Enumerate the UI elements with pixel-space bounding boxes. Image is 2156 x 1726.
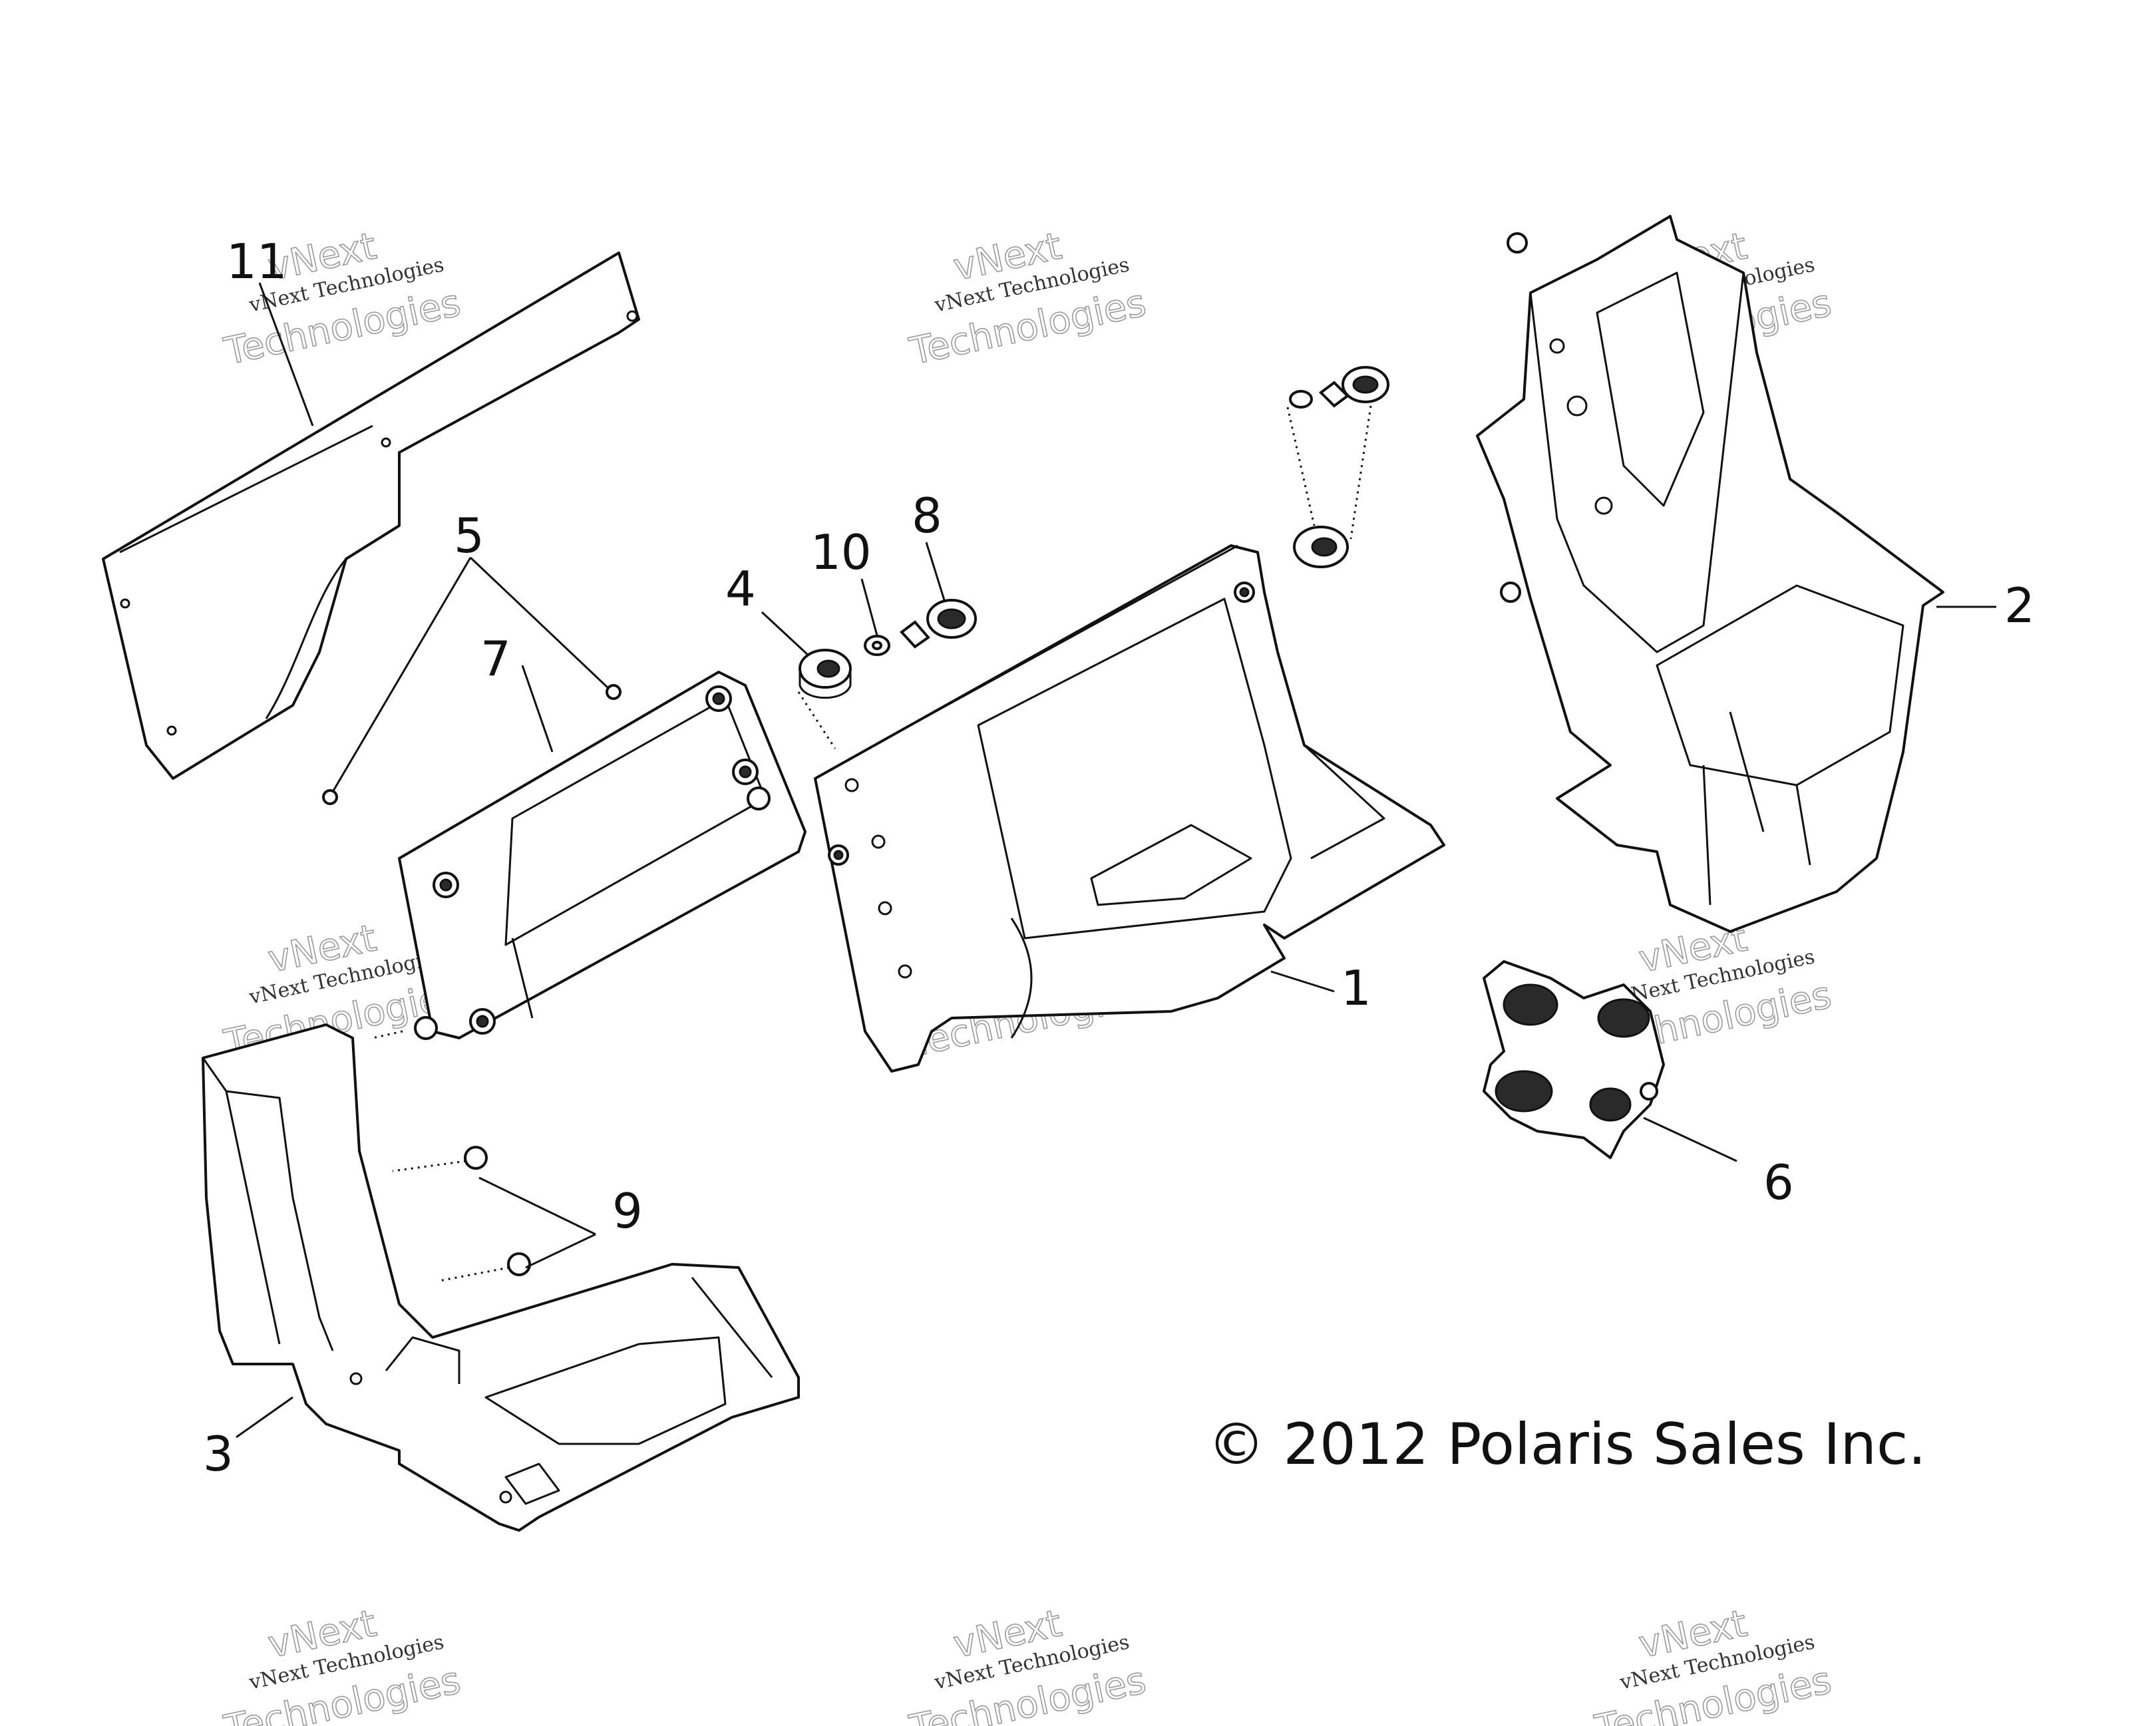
callout-4: 4: [725, 561, 756, 617]
part-4-grommet: [799, 649, 852, 699]
callout-6: 6: [1763, 1154, 1794, 1210]
part-10-washer: [864, 635, 890, 656]
part-8-nut: [900, 599, 977, 649]
callout-5: 5: [454, 508, 484, 564]
assembly-line: [797, 691, 836, 749]
assembly-line: [1286, 407, 1316, 526]
part-3-floor-panel: [202, 1016, 800, 1532]
copyright-notice: © 2012 Polaris Sales Inc.: [1208, 1411, 1926, 1478]
watermark: vNext vNext Technologies Technologies: [905, 1602, 1150, 1726]
callout-9: 9: [612, 1183, 643, 1239]
bolt: [507, 1252, 531, 1276]
washer: [1289, 390, 1313, 409]
callout-2: 2: [2004, 578, 2035, 633]
bolt: [414, 1016, 438, 1040]
part-1-center-panel: [814, 544, 1445, 1073]
callout-11: 11: [226, 234, 287, 289]
clip: [606, 684, 622, 700]
part-11-side-panel: [102, 252, 640, 780]
bolt: [1507, 232, 1528, 254]
leader-lines: [236, 282, 1996, 1439]
callout-7: 7: [480, 631, 511, 687]
part-7-cover-plate: [398, 671, 807, 1039]
bolt: [1500, 582, 1521, 603]
assembly-line: [439, 1266, 510, 1282]
clip: [322, 789, 338, 805]
bolt: [464, 1146, 488, 1170]
callout-3: 3: [203, 1426, 234, 1482]
assembly-line: [1349, 405, 1372, 540]
callout-8: 8: [912, 488, 942, 544]
hardware-cluster-left: [797, 599, 977, 749]
part-5-clips: [322, 684, 622, 805]
hardware-cluster-right: [1286, 366, 1389, 568]
callout-10: 10: [810, 524, 872, 580]
watermark: vNext vNext Technologies Technologies: [220, 1602, 464, 1726]
callouts: 11 5 7 4 10 8 1 2 6 9 3: [203, 234, 2035, 1482]
watermark: vNext vNext Technologies Technologies: [905, 224, 1150, 375]
part-6-latch: [1483, 960, 1665, 1159]
callout-1: 1: [1341, 960, 1371, 1016]
assembly-line: [392, 1160, 466, 1172]
part-2-storage-box: [1476, 215, 1944, 933]
watermark: vNext vNext Technologies Technologies: [1590, 1602, 1835, 1726]
